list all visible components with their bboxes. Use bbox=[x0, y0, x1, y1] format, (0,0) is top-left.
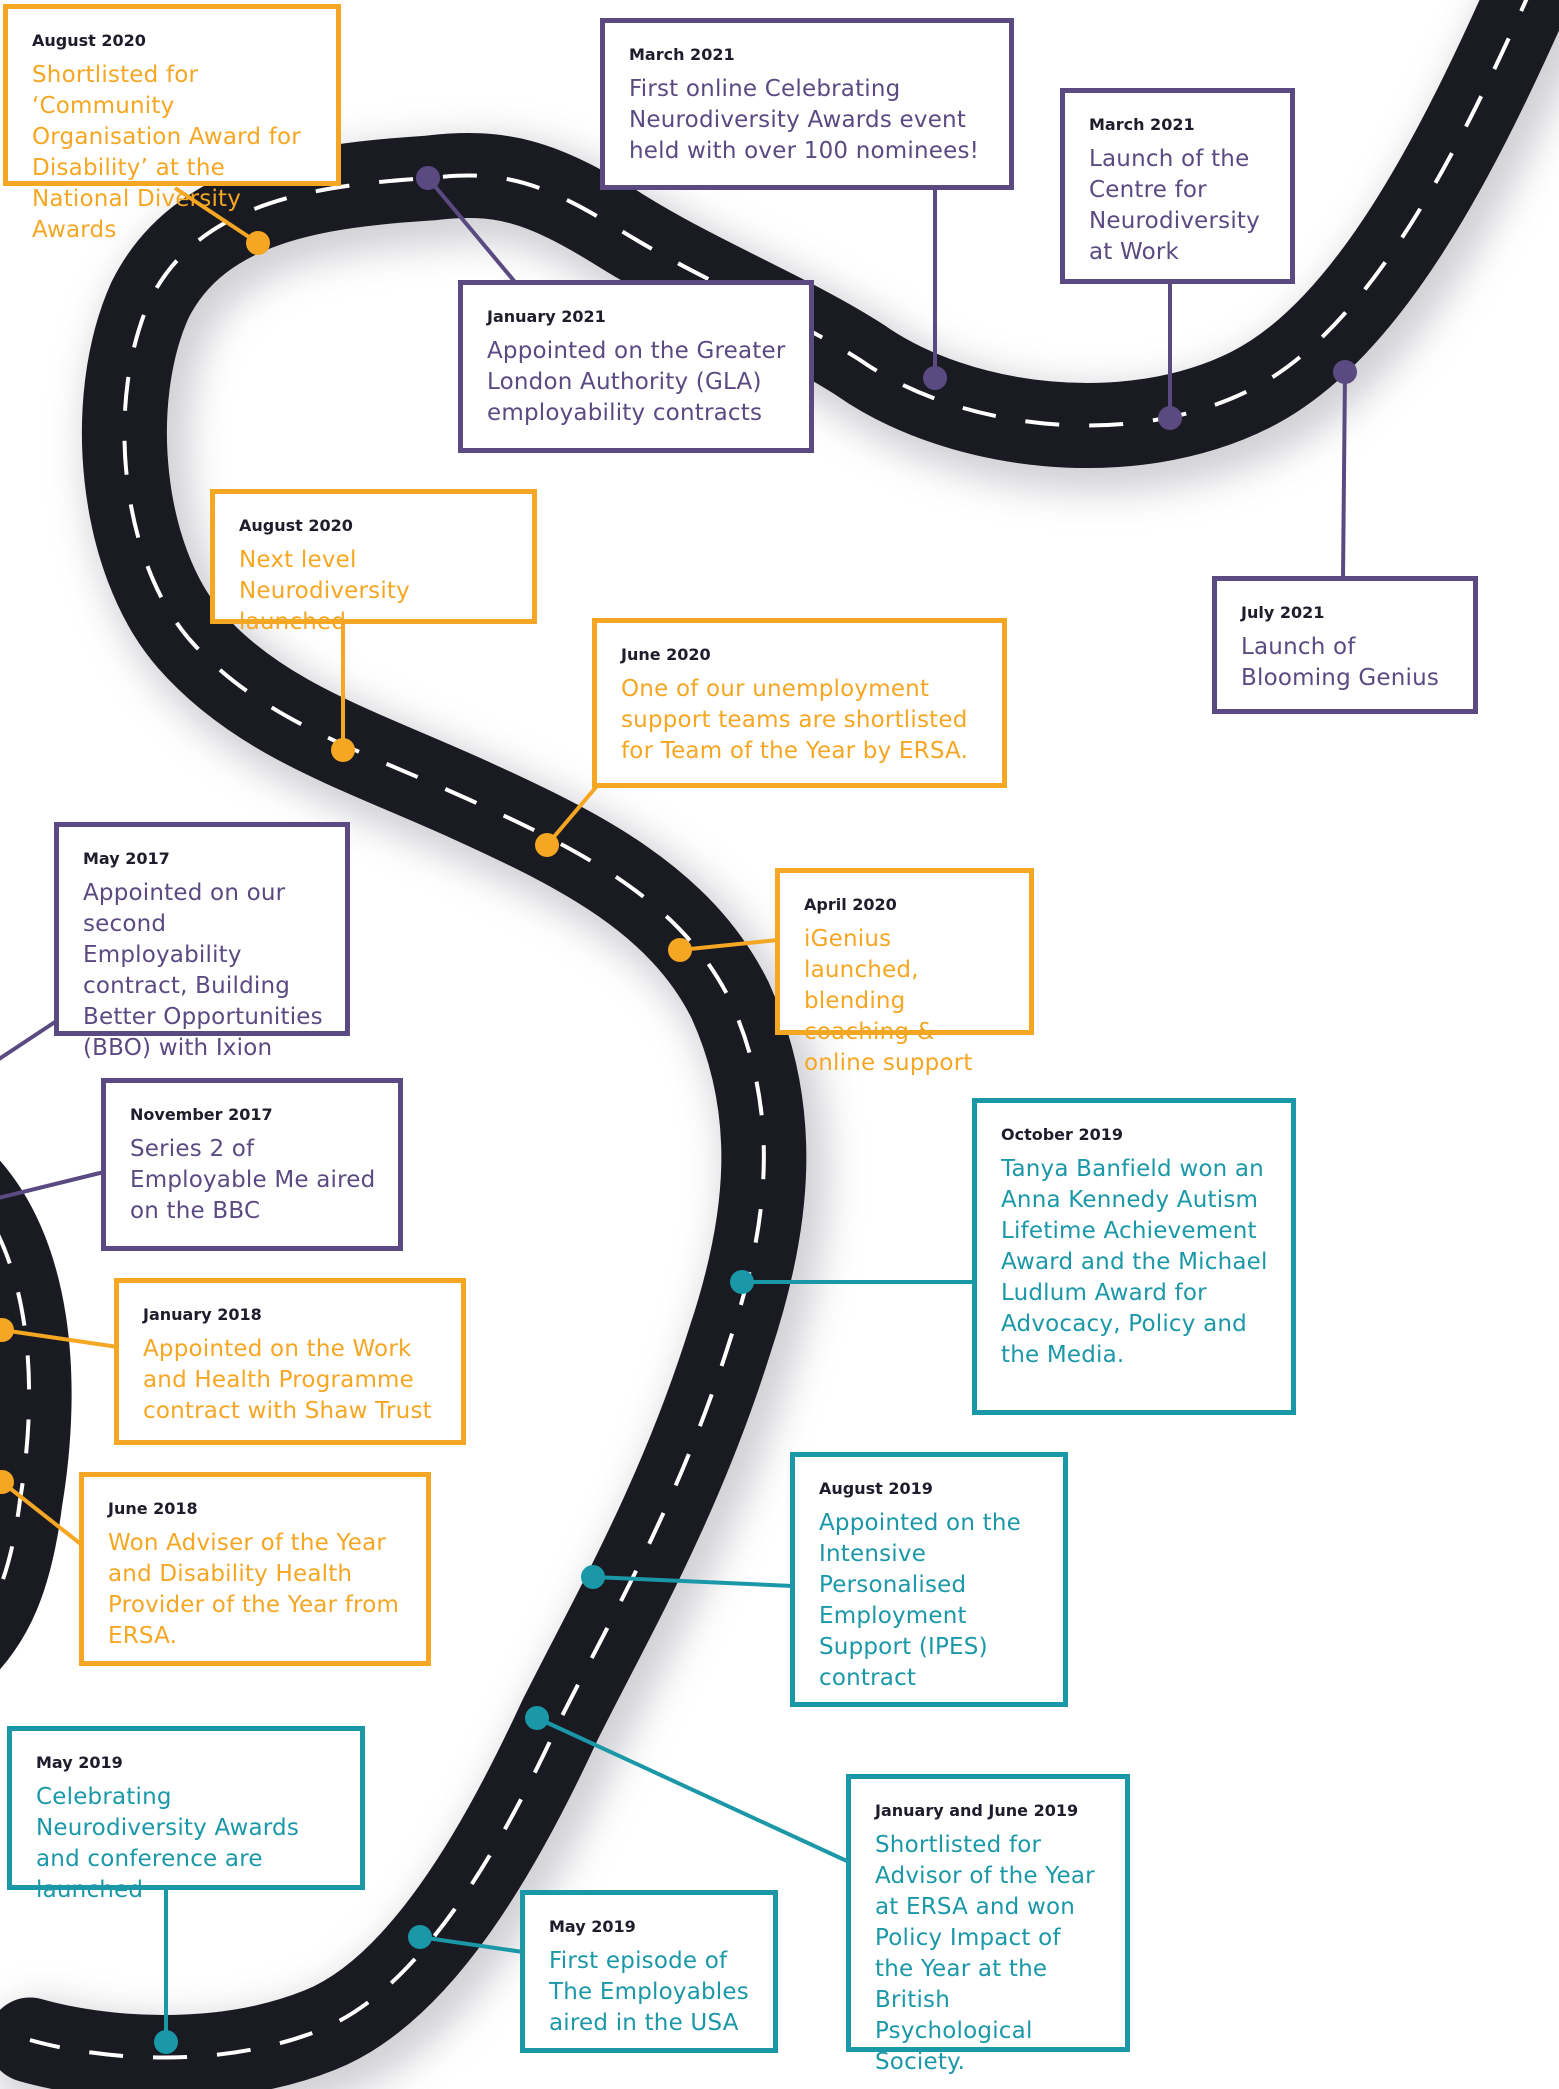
milestone-dot bbox=[525, 1706, 549, 1730]
connector-line bbox=[545, 784, 599, 847]
milestone-box: March 2021 First online Celebrating Neur… bbox=[600, 18, 1014, 190]
milestone-text: Shortlisted for ‘Community Organisation … bbox=[32, 62, 301, 243]
milestone-text: Launch of the Centre for Neurodiversity … bbox=[1089, 146, 1260, 265]
milestone-date: January 2018 bbox=[143, 1305, 262, 1324]
milestone-box: June 2020 One of our unemployment suppor… bbox=[592, 618, 1007, 788]
milestone-date: June 2018 bbox=[108, 1499, 198, 1518]
milestone-text: Appointed on the Work and Health Program… bbox=[143, 1336, 432, 1424]
milestone-dot bbox=[0, 1318, 14, 1342]
milestone-text: Launch of Blooming Genius bbox=[1241, 634, 1440, 691]
milestone-box: June 2018 Won Adviser of the Year and Di… bbox=[79, 1472, 431, 1666]
connector-line bbox=[1, 1328, 119, 1349]
milestone-box: May 2017 Appointed on our second Employa… bbox=[54, 822, 350, 1061]
milestone-dot bbox=[0, 1470, 14, 1494]
milestone-text: First online Celebrating Neurodiversity … bbox=[629, 76, 980, 164]
milestone-text: Appointed on the Greater London Authorit… bbox=[487, 338, 786, 426]
connector-line bbox=[0, 1170, 105, 1200]
connector-line bbox=[1341, 371, 1347, 579]
milestone-date: June 2020 bbox=[621, 645, 711, 664]
milestone-dot bbox=[408, 1925, 432, 1949]
milestone-box: January and June 2019 Shortlisted for Ad… bbox=[846, 1774, 1130, 2075]
milestone-text: Appointed on the Intensive Personalised … bbox=[819, 1510, 1021, 1691]
milestone-markers bbox=[0, 166, 1357, 2054]
milestone-text: Won Adviser of the Year and Disability H… bbox=[108, 1530, 400, 1649]
milestone-box: August 2019 Appointed on the Intensive P… bbox=[790, 1452, 1068, 1707]
milestone-dot bbox=[730, 1270, 754, 1294]
milestone-date: January 2021 bbox=[487, 307, 606, 326]
milestone-text: Celebrating Neurodiversity Awards and co… bbox=[36, 1784, 300, 1903]
milestone-dot bbox=[1158, 406, 1182, 430]
road-left-loop-dashes bbox=[0, 1234, 32, 1593]
milestone-date: May 2019 bbox=[36, 1753, 123, 1772]
milestone-dot bbox=[246, 231, 270, 255]
milestone-box: November 2017 Series 2 of Employable Me … bbox=[101, 1078, 403, 1251]
milestone-box: May 2019 Celebrating Neurodiversity Awar… bbox=[7, 1726, 365, 1903]
milestone-date: April 2020 bbox=[804, 895, 897, 914]
connector-lines bbox=[0, 176, 1347, 2042]
milestone-box: January 2021 Appointed on the Greater Lo… bbox=[458, 280, 814, 453]
connector-line bbox=[0, 1018, 60, 1061]
milestone-box: August 2020 Next level Neurodiversity la… bbox=[210, 489, 537, 635]
milestone-date: August 2020 bbox=[32, 31, 146, 50]
connector-line bbox=[679, 938, 779, 952]
milestone-text: Next level Neurodiversity launched bbox=[239, 547, 410, 635]
connector-line bbox=[426, 176, 517, 284]
milestone-date: May 2017 bbox=[83, 849, 170, 868]
milestone-text: Tanya Banfield won an Anna Kennedy Autis… bbox=[1001, 1156, 1268, 1368]
milestone-date: March 2021 bbox=[1089, 115, 1195, 134]
milestone-box: March 2021 Launch of the Centre for Neur… bbox=[1060, 88, 1295, 284]
connector-line bbox=[0, 1480, 84, 1547]
milestone-text: First episode of The Employables aired i… bbox=[549, 1948, 749, 2036]
milestone-dot bbox=[668, 938, 692, 962]
milestone-date: May 2019 bbox=[549, 1917, 636, 1936]
milestone-date: August 2019 bbox=[819, 1479, 933, 1498]
milestone-text: Appointed on our second Employability co… bbox=[83, 880, 323, 1061]
milestone-box: October 2019 Tanya Banfield won an Anna … bbox=[972, 1098, 1296, 1415]
milestone-date: July 2021 bbox=[1241, 603, 1325, 622]
milestone-dot bbox=[416, 166, 440, 190]
milestone-text: Series 2 of Employable Me aired on the B… bbox=[130, 1136, 376, 1224]
milestone-date: October 2019 bbox=[1001, 1125, 1124, 1144]
milestone-box: January 2018 Appointed on the Work and H… bbox=[114, 1278, 466, 1445]
milestone-dot bbox=[581, 1565, 605, 1589]
connector-line bbox=[536, 1716, 850, 1864]
milestone-text: iGenius launched, blending coaching & on… bbox=[804, 926, 973, 1076]
milestone-date: August 2020 bbox=[239, 516, 353, 535]
connector-line bbox=[592, 1575, 794, 1588]
milestone-dot bbox=[923, 366, 947, 390]
milestone-box: August 2020 Shortlisted for ‘Community O… bbox=[3, 4, 341, 243]
connector-line bbox=[173, 186, 260, 245]
connector-line bbox=[419, 1935, 524, 1954]
milestone-dot bbox=[331, 738, 355, 762]
milestone-dot bbox=[1333, 360, 1357, 384]
milestone-text: One of our unemployment support teams ar… bbox=[621, 676, 969, 764]
milestone-dot bbox=[535, 833, 559, 857]
road-lane-dashes bbox=[29, 0, 1529, 2060]
milestone-dot bbox=[154, 2030, 178, 2054]
milestone-box: July 2021 Launch of Blooming Genius bbox=[1212, 576, 1478, 714]
milestone-date: January and June 2019 bbox=[875, 1801, 1079, 1820]
milestone-box: May 2019 First episode of The Employable… bbox=[520, 1890, 778, 2053]
milestone-date: November 2017 bbox=[130, 1105, 273, 1124]
milestone-text: Shortlisted for Advisor of the Year at E… bbox=[875, 1832, 1095, 2075]
milestone-box: April 2020 iGenius launched, blending co… bbox=[775, 868, 1034, 1076]
milestone-date: March 2021 bbox=[629, 45, 735, 64]
